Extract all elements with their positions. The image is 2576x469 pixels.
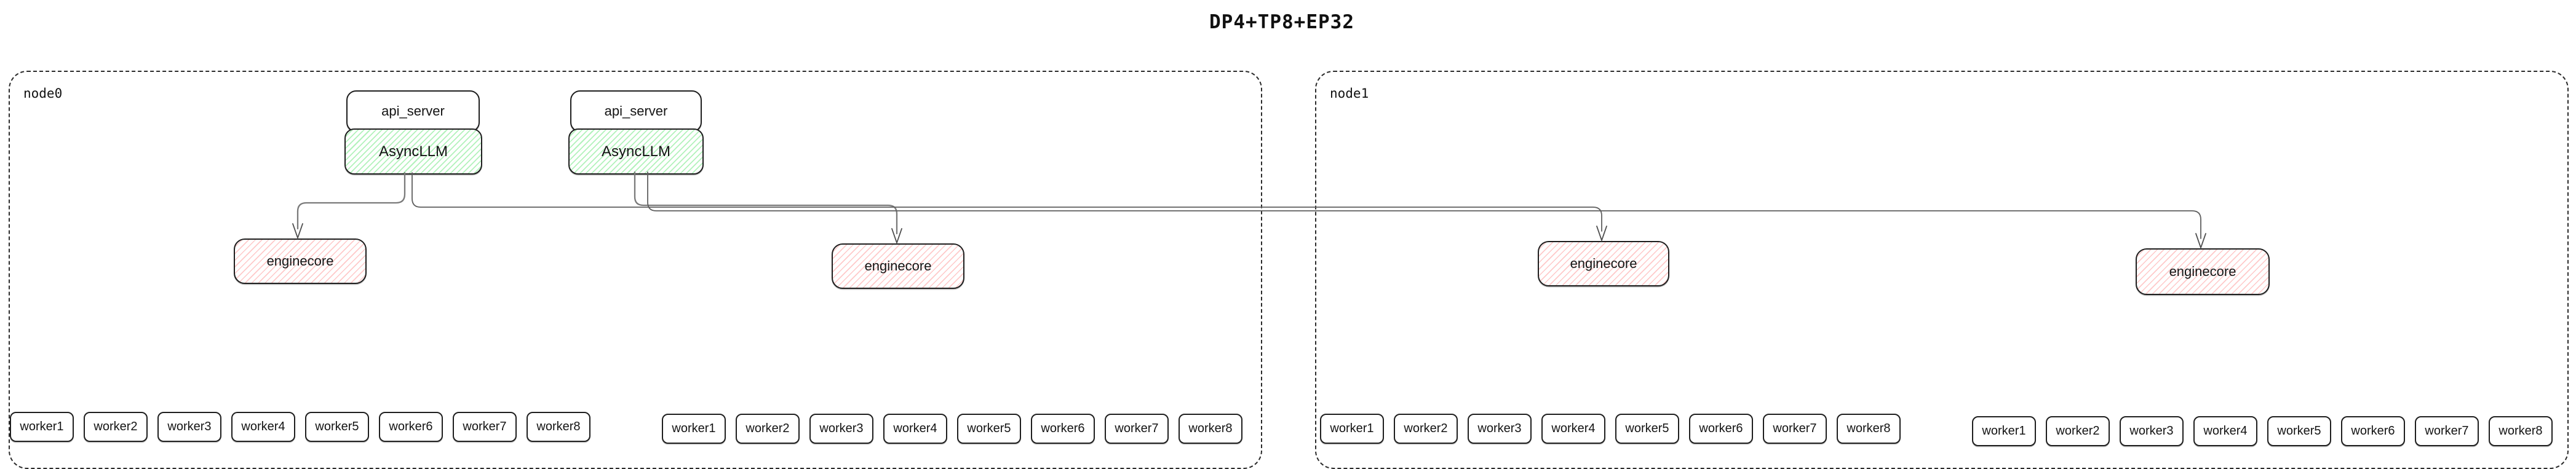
asyncllm-box-1: AsyncLLM <box>344 128 482 175</box>
enginecore-box-node1-2: enginecore <box>2136 248 2270 295</box>
worker-row-node1-1: worker1 worker2 worker3 worker4 worker5 worke… <box>1320 414 1901 444</box>
node0-frame <box>9 71 1262 469</box>
worker-box: worker3 <box>157 412 221 442</box>
worker-box: worker5 <box>305 412 369 442</box>
enginecore-box-node0-2: enginecore <box>832 243 964 289</box>
worker-box: worker5 <box>957 414 1021 444</box>
worker-box: worker1 <box>10 412 74 442</box>
worker-box: worker1 <box>662 414 726 444</box>
worker-box: worker7 <box>1105 414 1169 444</box>
node0-label: node0 <box>23 86 63 101</box>
worker-box: worker2 <box>2046 416 2110 446</box>
worker-box: worker6 <box>2341 416 2405 446</box>
worker-box: worker8 <box>527 412 590 442</box>
worker-box: worker8 <box>1179 414 1242 444</box>
node1-frame <box>1315 71 2569 469</box>
worker-box: worker6 <box>1689 414 1753 444</box>
worker-box: worker2 <box>84 412 148 442</box>
worker-box: worker2 <box>1394 414 1458 444</box>
worker-box: worker7 <box>453 412 517 442</box>
api-server-box-2: api_server <box>570 90 702 132</box>
worker-box: worker3 <box>1468 414 1532 444</box>
worker-box: worker3 <box>2120 416 2184 446</box>
worker-box: worker1 <box>1972 416 2036 446</box>
worker-box: worker1 <box>1320 414 1384 444</box>
node1-label: node1 <box>1330 86 1369 101</box>
worker-box: worker6 <box>1031 414 1095 444</box>
worker-box: worker8 <box>1837 414 1901 444</box>
worker-row-node1-2: worker1 worker2 worker3 worker4 worker5 worke… <box>1972 416 2553 446</box>
api-server-box-1: api_server <box>346 90 480 132</box>
worker-box: worker4 <box>1541 414 1605 444</box>
asyncllm-box-2: AsyncLLM <box>568 128 704 175</box>
worker-box: worker8 <box>2489 416 2553 446</box>
worker-row-node0-1: worker1 worker2 worker3 worker4 worker5 worke… <box>10 412 590 442</box>
worker-row-node0-2: worker1 worker2 worker3 worker4 worker5 worke… <box>662 414 1242 444</box>
worker-box: worker4 <box>231 412 295 442</box>
worker-box: worker5 <box>1615 414 1679 444</box>
enginecore-box-node1-1: enginecore <box>1538 241 1669 286</box>
worker-box: worker7 <box>1763 414 1827 444</box>
worker-box: worker7 <box>2415 416 2479 446</box>
worker-box: worker2 <box>736 414 800 444</box>
worker-box: worker4 <box>883 414 947 444</box>
worker-box: worker5 <box>2267 416 2331 446</box>
worker-box: worker6 <box>379 412 443 442</box>
diagram-title: DP4+TP8+EP32 <box>1209 11 1354 33</box>
worker-box: worker3 <box>809 414 873 444</box>
worker-box: worker4 <box>2193 416 2257 446</box>
enginecore-box-node0-1: enginecore <box>234 238 367 284</box>
